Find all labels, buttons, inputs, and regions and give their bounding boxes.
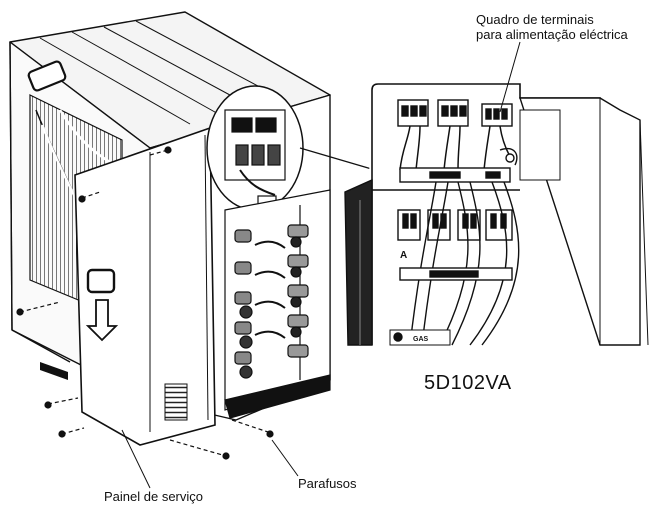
upper-terminals	[397, 99, 513, 127]
pipe-valves	[224, 189, 331, 419]
vent-grille	[164, 383, 188, 421]
zoom-leader-line	[299, 147, 376, 171]
screw	[44, 401, 52, 409]
terminal-leader-line	[499, 41, 521, 113]
screws-leader-line	[271, 439, 299, 477]
service-panel-drawing	[74, 126, 216, 446]
control-box	[206, 85, 304, 211]
screws-label: Parafusos	[298, 476, 357, 491]
screw	[222, 452, 230, 460]
unit-foot	[40, 362, 68, 380]
screw	[164, 146, 172, 154]
service-panel-leader-line	[121, 429, 151, 489]
screw	[16, 308, 24, 316]
valve-column-left	[234, 229, 253, 379]
screws-group	[16, 146, 274, 460]
valve-column-right	[287, 224, 309, 358]
inset-view	[344, 83, 661, 346]
model-label: 5D102VA	[424, 372, 512, 394]
slide-down-arrow	[85, 299, 119, 342]
top-handle	[27, 60, 67, 92]
screw	[58, 430, 66, 438]
panel-handle	[86, 268, 116, 294]
service-panel-plate	[74, 126, 216, 446]
terminal-block-label-line2: para alimentação eléctrica	[476, 27, 628, 42]
inset-mark-gas: GAS	[413, 336, 429, 343]
inset-left-wall	[344, 178, 373, 346]
service-panel-label: Painel de serviço	[104, 489, 203, 504]
upper-wires	[399, 125, 513, 171]
terminal-block-label-line1: Quadro de terminais	[476, 12, 594, 27]
inset-mark-a: A	[400, 250, 407, 261]
screw	[266, 430, 274, 438]
terminal-block-label: Quadro de terminais para alimentação elé…	[476, 12, 628, 42]
screw	[78, 195, 86, 203]
thick-cables	[409, 181, 520, 346]
